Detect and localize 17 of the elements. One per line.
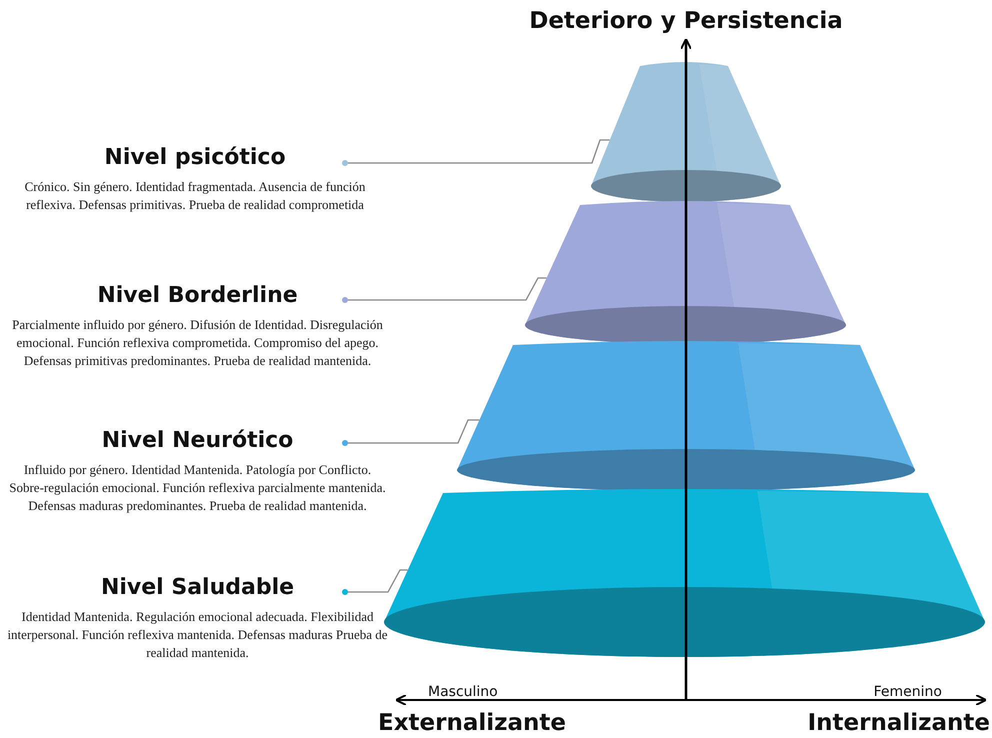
axis-title: Internalizante [808,710,990,736]
level-heading: Nivel psicótico [103,145,287,170]
leader-line [342,277,547,303]
level-heading: Nivel Saludable [100,575,296,600]
level-description: Identidad Mantenida. Regulación emocional adecuada. Flexibilidad interpersonal. Función reflexiva mantenida. Defensas maduras Prueba de realidad mantenida. [6,608,389,662]
leader-line [342,419,480,446]
level-heading: Nivel Borderline [96,283,299,308]
axis-label: Femenino [874,684,942,700]
axis-label: Masculino [428,684,498,700]
leader-line [342,569,408,595]
level-heading: Nivel Neurótico [100,428,294,453]
axis-title: Deterioro y Persistencia [529,8,843,34]
level-description: Parcialmente influido por género. Difusión de Identidad. Disregulación emocional. Función reflexiva comprometida. Compromiso del apego. Defensas primitivas predominantes. Prueba de realidad mantenida. [11,316,384,370]
leader-line [342,139,610,166]
level-description: Influido por género. Identidad Mantenida. Patología por Conflicto. Sobre-regulación emocional. Función reflexiva parcialmente mantenida. Defensas maduras predominantes. Prueba de realidad mantenida. [8,461,387,515]
axis-title: Externalizante [378,710,566,736]
level-description: Crónico. Sin género. Identidad fragmentada. Ausencia de función reflexiva. Defensas primitivas. Prueba de realidad comprometida [24,178,366,214]
